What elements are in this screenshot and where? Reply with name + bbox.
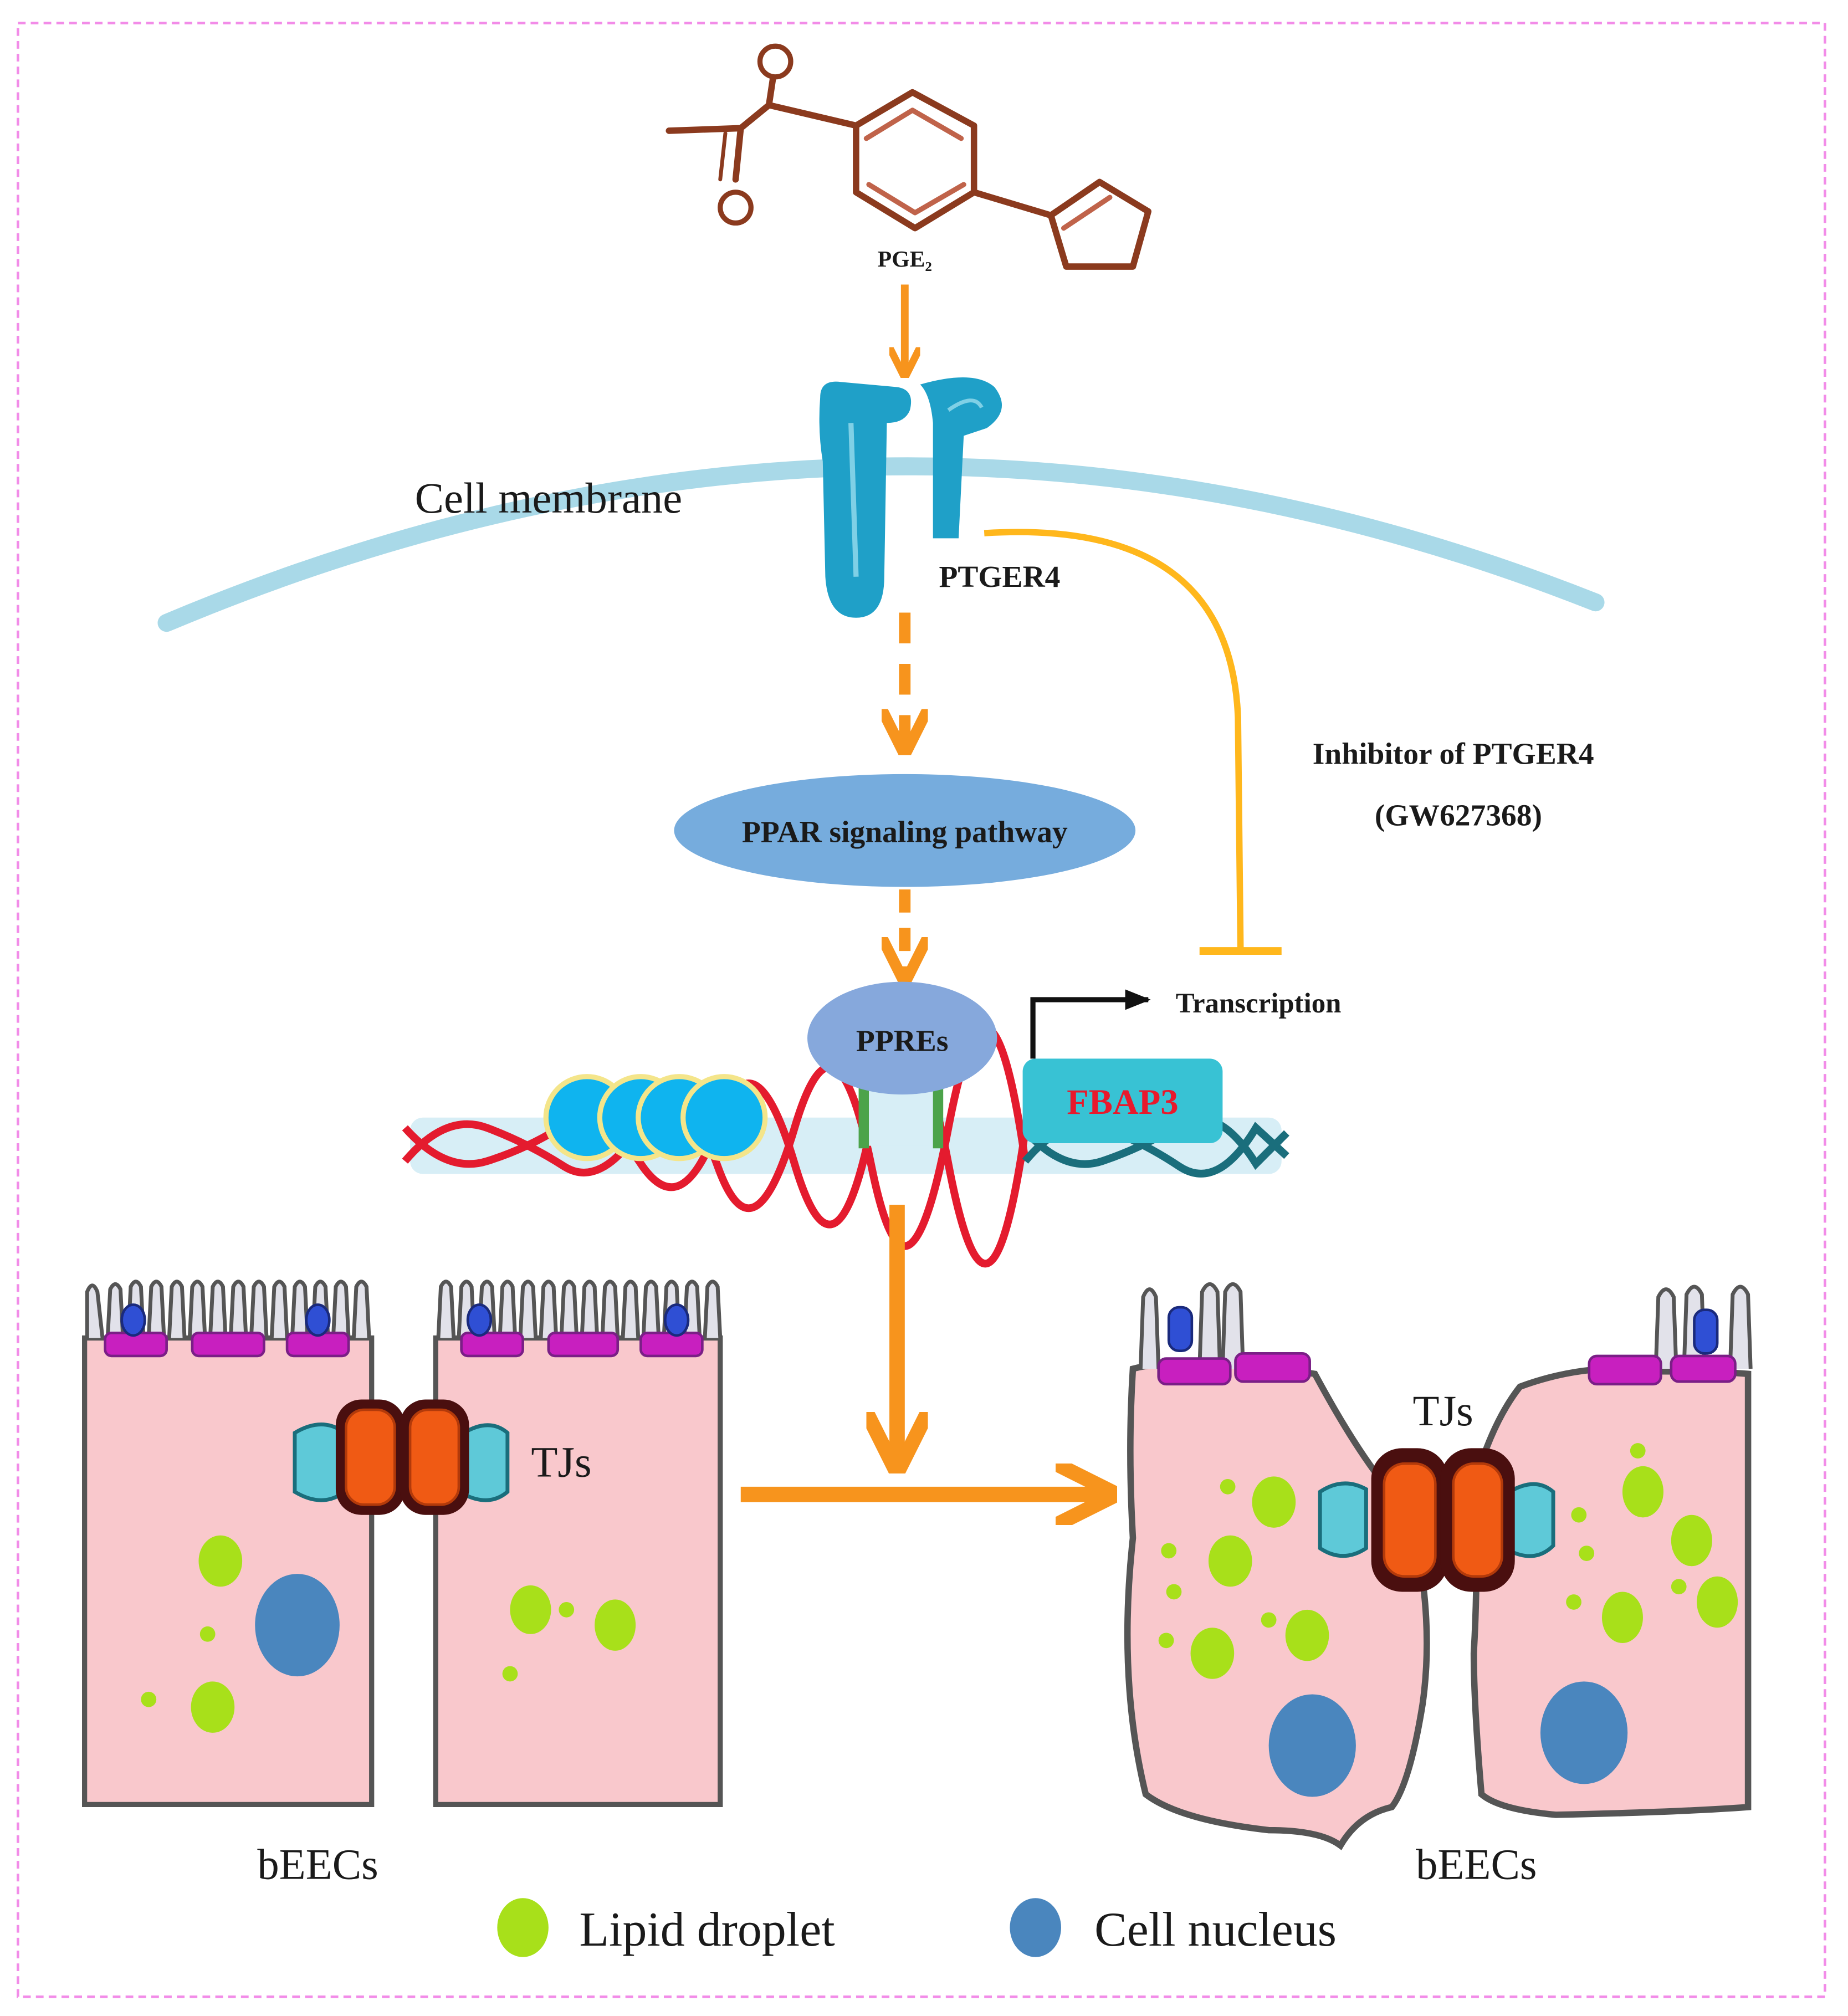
ppar-label: PPAR signaling pathway — [742, 815, 1068, 849]
pge2-label: PGE₂ — [878, 247, 932, 272]
ptger4-receptor — [819, 377, 1002, 618]
legend-lipid-label: Lipid droplet — [579, 1903, 835, 1957]
beecs-right-label: bEECs — [1416, 1841, 1537, 1889]
pge2-molecule — [666, 43, 1152, 270]
tjs-right-label: TJs — [1413, 1387, 1473, 1435]
nucleosome-group — [543, 1074, 768, 1161]
fbap3-label: FBAP3 — [1067, 1082, 1178, 1122]
transcription-label: Transcription — [1176, 988, 1342, 1019]
inhibitor-label-line2: (GW627368) — [1375, 799, 1542, 832]
fbap3-box — [1022, 1058, 1223, 1143]
inhibitor-line — [984, 529, 1244, 951]
ppres-label: PPREs — [856, 1024, 949, 1058]
tjs-left-label: TJs — [531, 1438, 591, 1486]
ptger4-label: PTGER4 — [939, 560, 1060, 594]
beecs-left-label: bEECs — [257, 1841, 378, 1889]
legend-nucleus-label: Cell nucleus — [1094, 1903, 1337, 1957]
legend-lipid-swatch — [497, 1898, 549, 1957]
transcription-arrow — [1030, 989, 1151, 1059]
frame-border — [17, 22, 1826, 1998]
right-cell-pair — [1124, 1282, 1753, 1850]
legend: Lipid droplet Cell nucleus — [497, 1898, 1337, 1957]
inhibitor-label-line1: Inhibitor of PTGER4 — [1313, 737, 1594, 771]
legend-nucleus-swatch — [1010, 1898, 1061, 1957]
ppres-ellipse — [807, 981, 997, 1095]
cell-membrane-label: Cell membrane — [415, 474, 683, 523]
ppar-ellipse — [674, 774, 1136, 887]
left-cell-pair — [82, 1280, 723, 1808]
